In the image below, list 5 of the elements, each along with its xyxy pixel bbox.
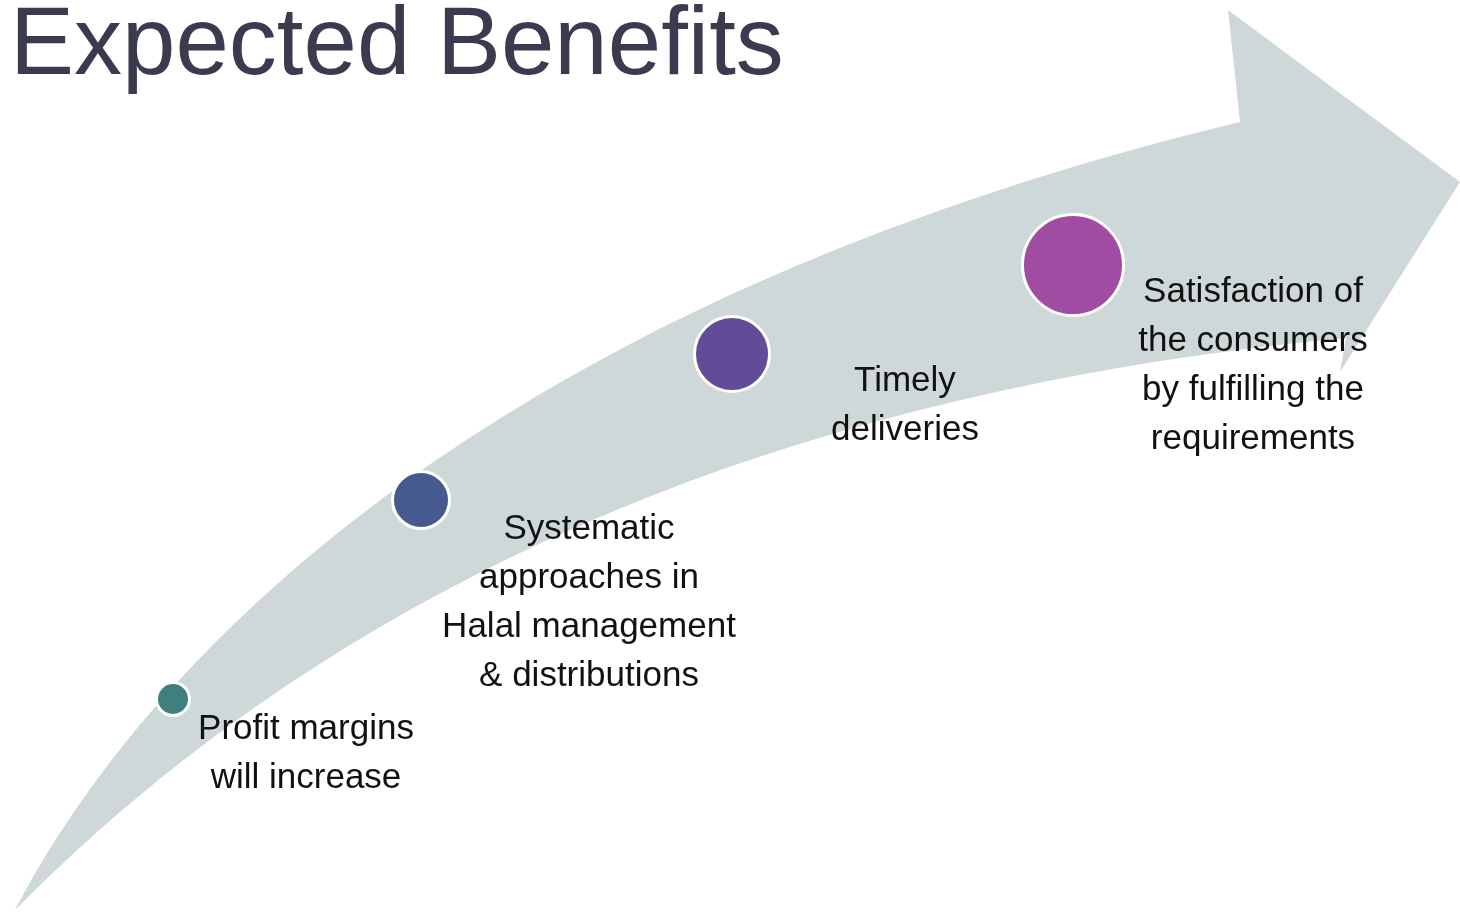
benefit-text: Satisfaction of the consumers by fulfilling the requirements <box>1137 269 1369 458</box>
title: Expected Benefits <box>10 0 784 96</box>
benefit-text: Systematic approaches in Halal management & distributions <box>441 506 737 695</box>
benefit-text: Timely deliveries <box>830 358 980 449</box>
benefit-text: Profit margins will increase <box>197 706 415 797</box>
